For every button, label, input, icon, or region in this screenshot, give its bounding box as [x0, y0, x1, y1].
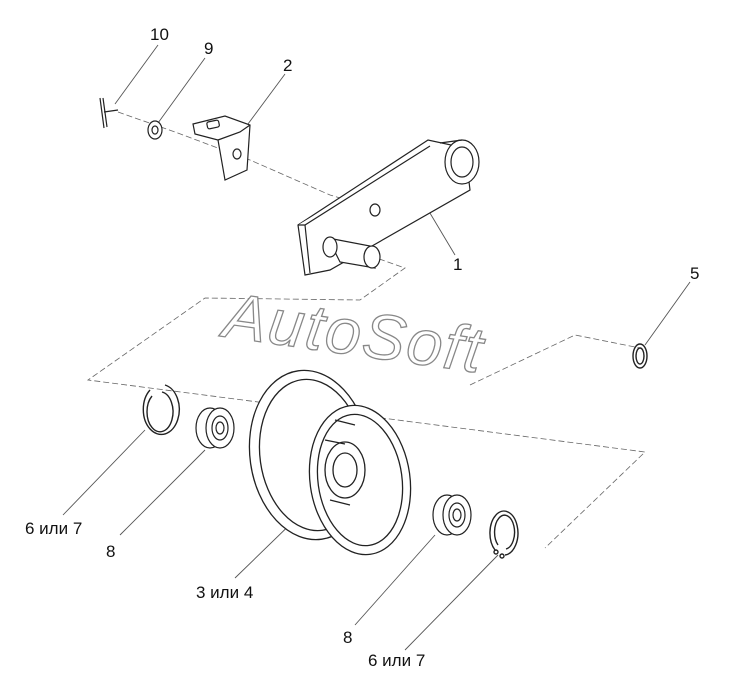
- label-part-6-left: 6 или 7: [25, 519, 83, 538]
- washer-9: [147, 120, 163, 140]
- label-part-10: 10: [150, 25, 169, 44]
- arm-1: [297, 139, 480, 276]
- bracket-2: [192, 115, 251, 181]
- snap-ring-6-right: [489, 510, 519, 559]
- label-part-8-left: 8: [106, 542, 116, 561]
- label-part-8-right: 8: [343, 628, 353, 647]
- label-part-1: 1: [453, 255, 463, 274]
- snap-ring-5: [632, 343, 648, 369]
- label-part-5: 5: [690, 264, 700, 283]
- snap-ring-6-left: [142, 384, 180, 436]
- label-part-3: 3 или 4: [196, 583, 254, 602]
- label-part-2: 2: [283, 56, 293, 75]
- label-part-6-right: 6 или 7: [368, 651, 426, 670]
- bearing-8-right: [432, 494, 472, 536]
- bearing-8-left: [195, 407, 235, 449]
- pulley-3: [248, 369, 412, 556]
- label-part-9: 9: [204, 39, 214, 58]
- split-pin-10: [99, 97, 119, 129]
